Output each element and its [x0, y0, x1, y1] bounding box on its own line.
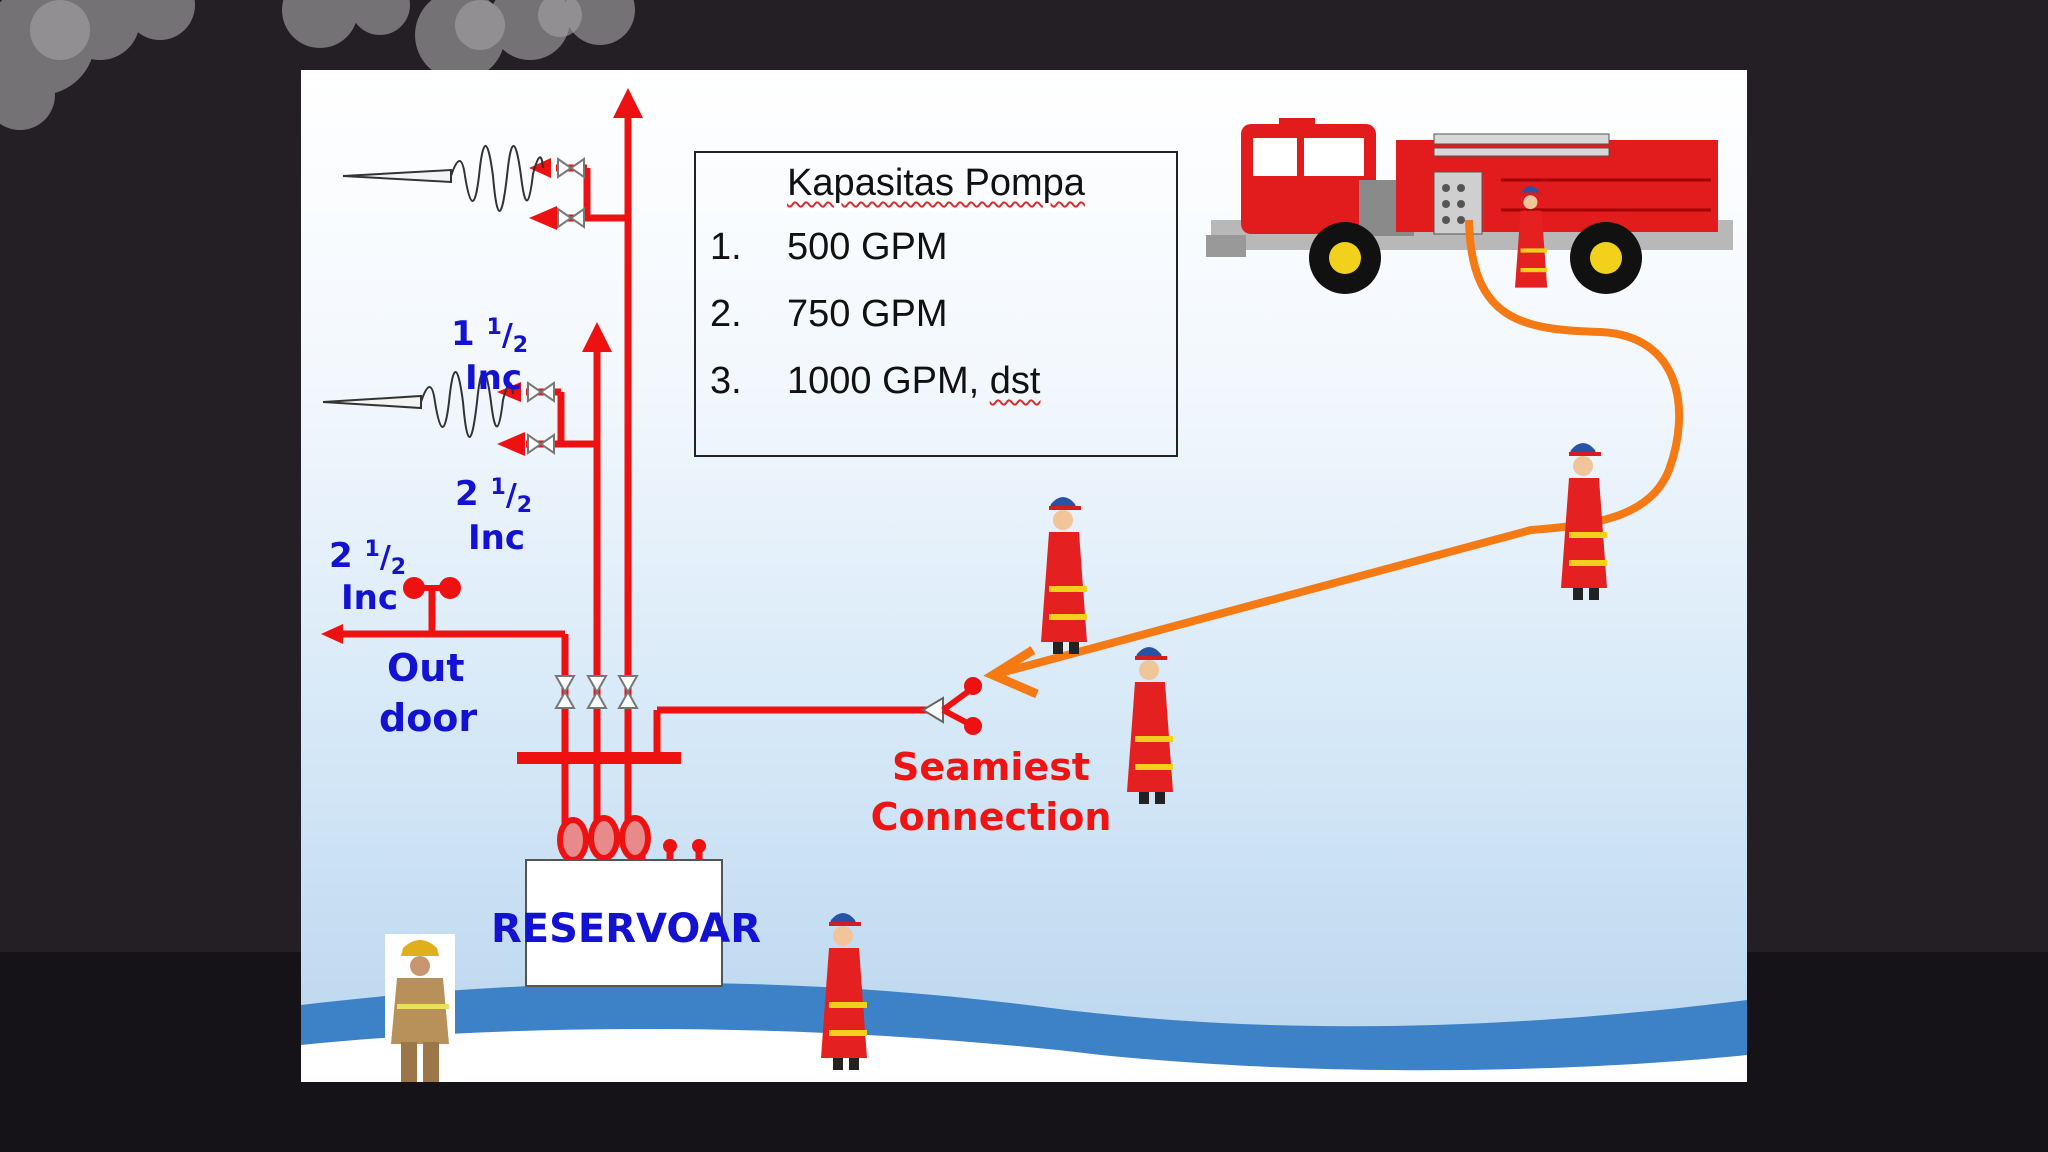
outdoor-label-line2: door	[379, 696, 478, 740]
reservoir-tank	[525, 859, 723, 987]
orange-hose-arrow	[983, 646, 1039, 699]
smoke-clouds	[0, 0, 635, 130]
outdoor-hydrant	[403, 577, 461, 599]
firefighter-icon-5	[821, 913, 867, 1070]
inlet-mid-size-label: 2 1/2	[455, 464, 532, 530]
capacity-item-text: 750 GPM	[787, 293, 948, 335]
reservoir-label: RESERVOAR	[491, 906, 761, 952]
firefighter-photo	[385, 934, 455, 1082]
outdoor-fraction: 1/2	[364, 537, 407, 580]
capacity-item-suffix: dst	[989, 360, 1041, 402]
capacity-item-number: 1.	[710, 226, 742, 268]
water-foam	[301, 1028, 1747, 1082]
siamese-label-line1: Seamiest	[892, 745, 1090, 789]
sprinkler-diagram	[301, 88, 1747, 1082]
capacity-item-3: 3. 1000 GPM, dst	[710, 357, 1040, 405]
outdoor-size-label: 2 1/2	[329, 526, 406, 592]
hose-nozzle-mid	[322, 371, 514, 438]
valves	[527, 157, 639, 709]
inlet-top-fraction: 1/2	[486, 315, 529, 358]
capacity-item-2: 2. 750 GPM	[710, 290, 948, 338]
outdoor-unit-label: Inc	[341, 578, 399, 618]
capacity-item-1: 1. 500 GPM	[710, 223, 948, 271]
capacity-item-number: 2.	[710, 293, 742, 335]
inlet-top-whole: 1	[451, 314, 475, 354]
inlet-mid-unit-label: Inc	[468, 518, 526, 558]
capacity-item-text: 500 GPM	[787, 226, 948, 268]
capacity-item-text: 1000 GPM,	[787, 360, 990, 402]
firefighter-icon-4	[1515, 186, 1548, 288]
fire-truck-icon	[1206, 118, 1733, 294]
capacity-title: Kapasitas Pompa	[787, 162, 1085, 204]
siamese-connection	[921, 677, 982, 735]
outdoor-label-line1: Out	[387, 646, 465, 690]
suction-loops	[557, 815, 651, 863]
inlet-top-unit-label: Inc	[465, 358, 523, 398]
siamese-label-line2: Connection	[870, 795, 1112, 839]
capacity-item-number: 3.	[710, 360, 742, 402]
inlet-mid-whole: 2	[455, 474, 479, 514]
outdoor-whole: 2	[329, 536, 353, 576]
firefighter-icon-1	[1041, 497, 1087, 654]
inlet-mid-fraction: 1/2	[490, 475, 533, 518]
firefighter-icon-3	[1561, 443, 1607, 600]
orange-hose	[991, 219, 1684, 679]
firefighter-icon-2	[1127, 647, 1173, 804]
pump-capacity-box: Kapasitas Pompa 1. 500 GPM 2. 750 GPM 3. 10…	[694, 151, 1178, 457]
hose-nozzle-top	[342, 145, 544, 212]
inlet-top-size-label: 1 1/2	[451, 304, 528, 370]
slide: 1 1/2 Inc 2 1/2 Inc 2 1/2 Inc Out door R…	[301, 70, 1747, 1082]
